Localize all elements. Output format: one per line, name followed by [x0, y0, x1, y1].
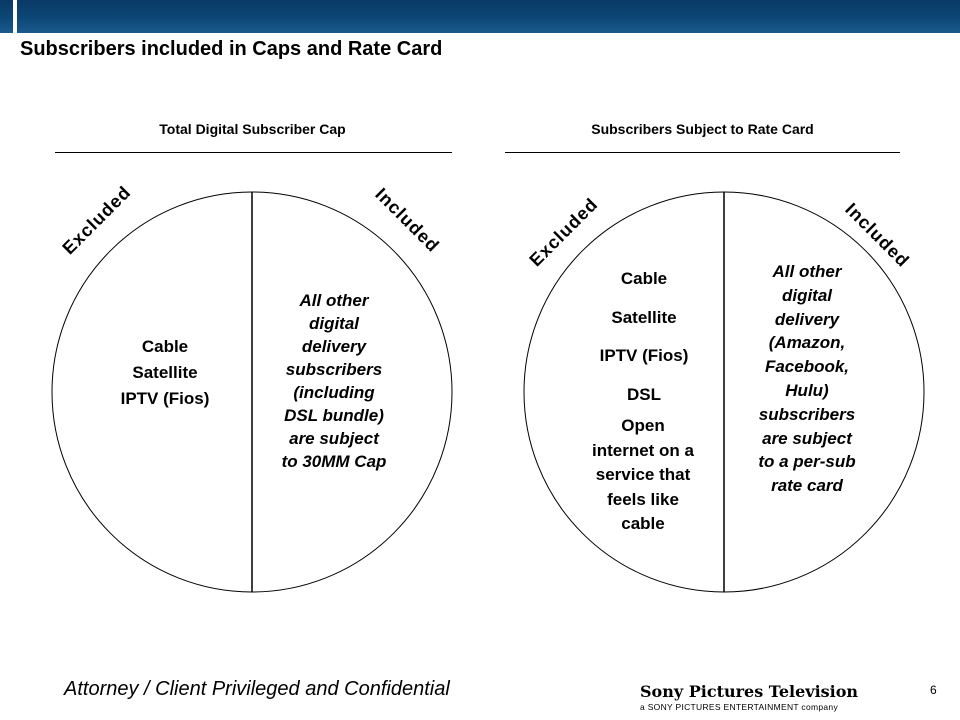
text-line: Facebook, — [764, 357, 850, 377]
list-item: DSL — [627, 384, 661, 404]
text-line: to 30MM Cap — [281, 452, 387, 471]
text-line: Hulu) — [785, 380, 829, 400]
header-bar — [0, 0, 960, 33]
text-line: Open — [621, 416, 665, 435]
header-bar-accent — [13, 0, 17, 33]
text-line: feels like — [607, 489, 679, 509]
list-item: IPTV (Fios) — [599, 346, 689, 365]
text-line: (Amazon, — [768, 333, 846, 353]
left-excluded-list: Cable Satellite IPTV (Fios) — [90, 334, 240, 412]
text-line: delivery — [774, 309, 840, 329]
logo-tagline: a SONY PICTURES ENTERTAINMENT company — [640, 702, 838, 712]
list-item: Cable — [141, 337, 189, 356]
text-line: subscribers — [285, 360, 383, 379]
text-line: All other — [299, 291, 369, 310]
confidentiality-notice: Attorney / Client Privileged and Confide… — [64, 678, 450, 700]
text-line: to a per-sub — [758, 452, 856, 472]
text-line: (including — [293, 383, 375, 402]
left-panel-heading: Total Digital Subscriber Cap — [159, 121, 346, 137]
right-included-text: All other digital delivery (Amazon, Face… — [733, 260, 881, 498]
text-line: subscribers — [758, 404, 856, 424]
list-item: Satellite — [132, 363, 198, 382]
text-line: internet on a — [591, 440, 694, 460]
list-item: IPTV (Fios) — [120, 389, 210, 408]
text-line: cable — [621, 514, 665, 533]
text-line: are subject — [289, 429, 379, 448]
text-line: are subject — [762, 428, 852, 448]
page-number: 6 — [930, 683, 937, 697]
right-excluded-open-internet: Open internet on a service that feels li… — [568, 414, 718, 537]
list-item: Cable — [620, 269, 668, 288]
sony-pictures-television-logo: Sony Pictures Television a SONY PICTURES… — [640, 682, 890, 714]
text-line: digital — [308, 314, 360, 333]
logo-wordmark: Sony Pictures Television — [640, 682, 859, 701]
list-item: Satellite — [611, 307, 677, 327]
text-line: digital — [781, 285, 833, 305]
text-line: rate card — [771, 476, 843, 496]
left-included-text: All other digital delivery subscribers (… — [260, 289, 408, 473]
left-heading-rule — [55, 152, 452, 153]
text-line: DSL bundle) — [284, 406, 384, 425]
text-line: All other — [772, 262, 842, 281]
slide-title: Subscribers included in Caps and Rate Ca… — [20, 38, 443, 60]
text-line: delivery — [301, 337, 367, 356]
right-heading-rule — [505, 152, 900, 153]
right-panel-heading: Subscribers Subject to Rate Card — [591, 121, 814, 137]
text-line: service that — [595, 465, 691, 484]
right-excluded-list: Cable Satellite IPTV (Fios) DSL — [570, 260, 718, 414]
